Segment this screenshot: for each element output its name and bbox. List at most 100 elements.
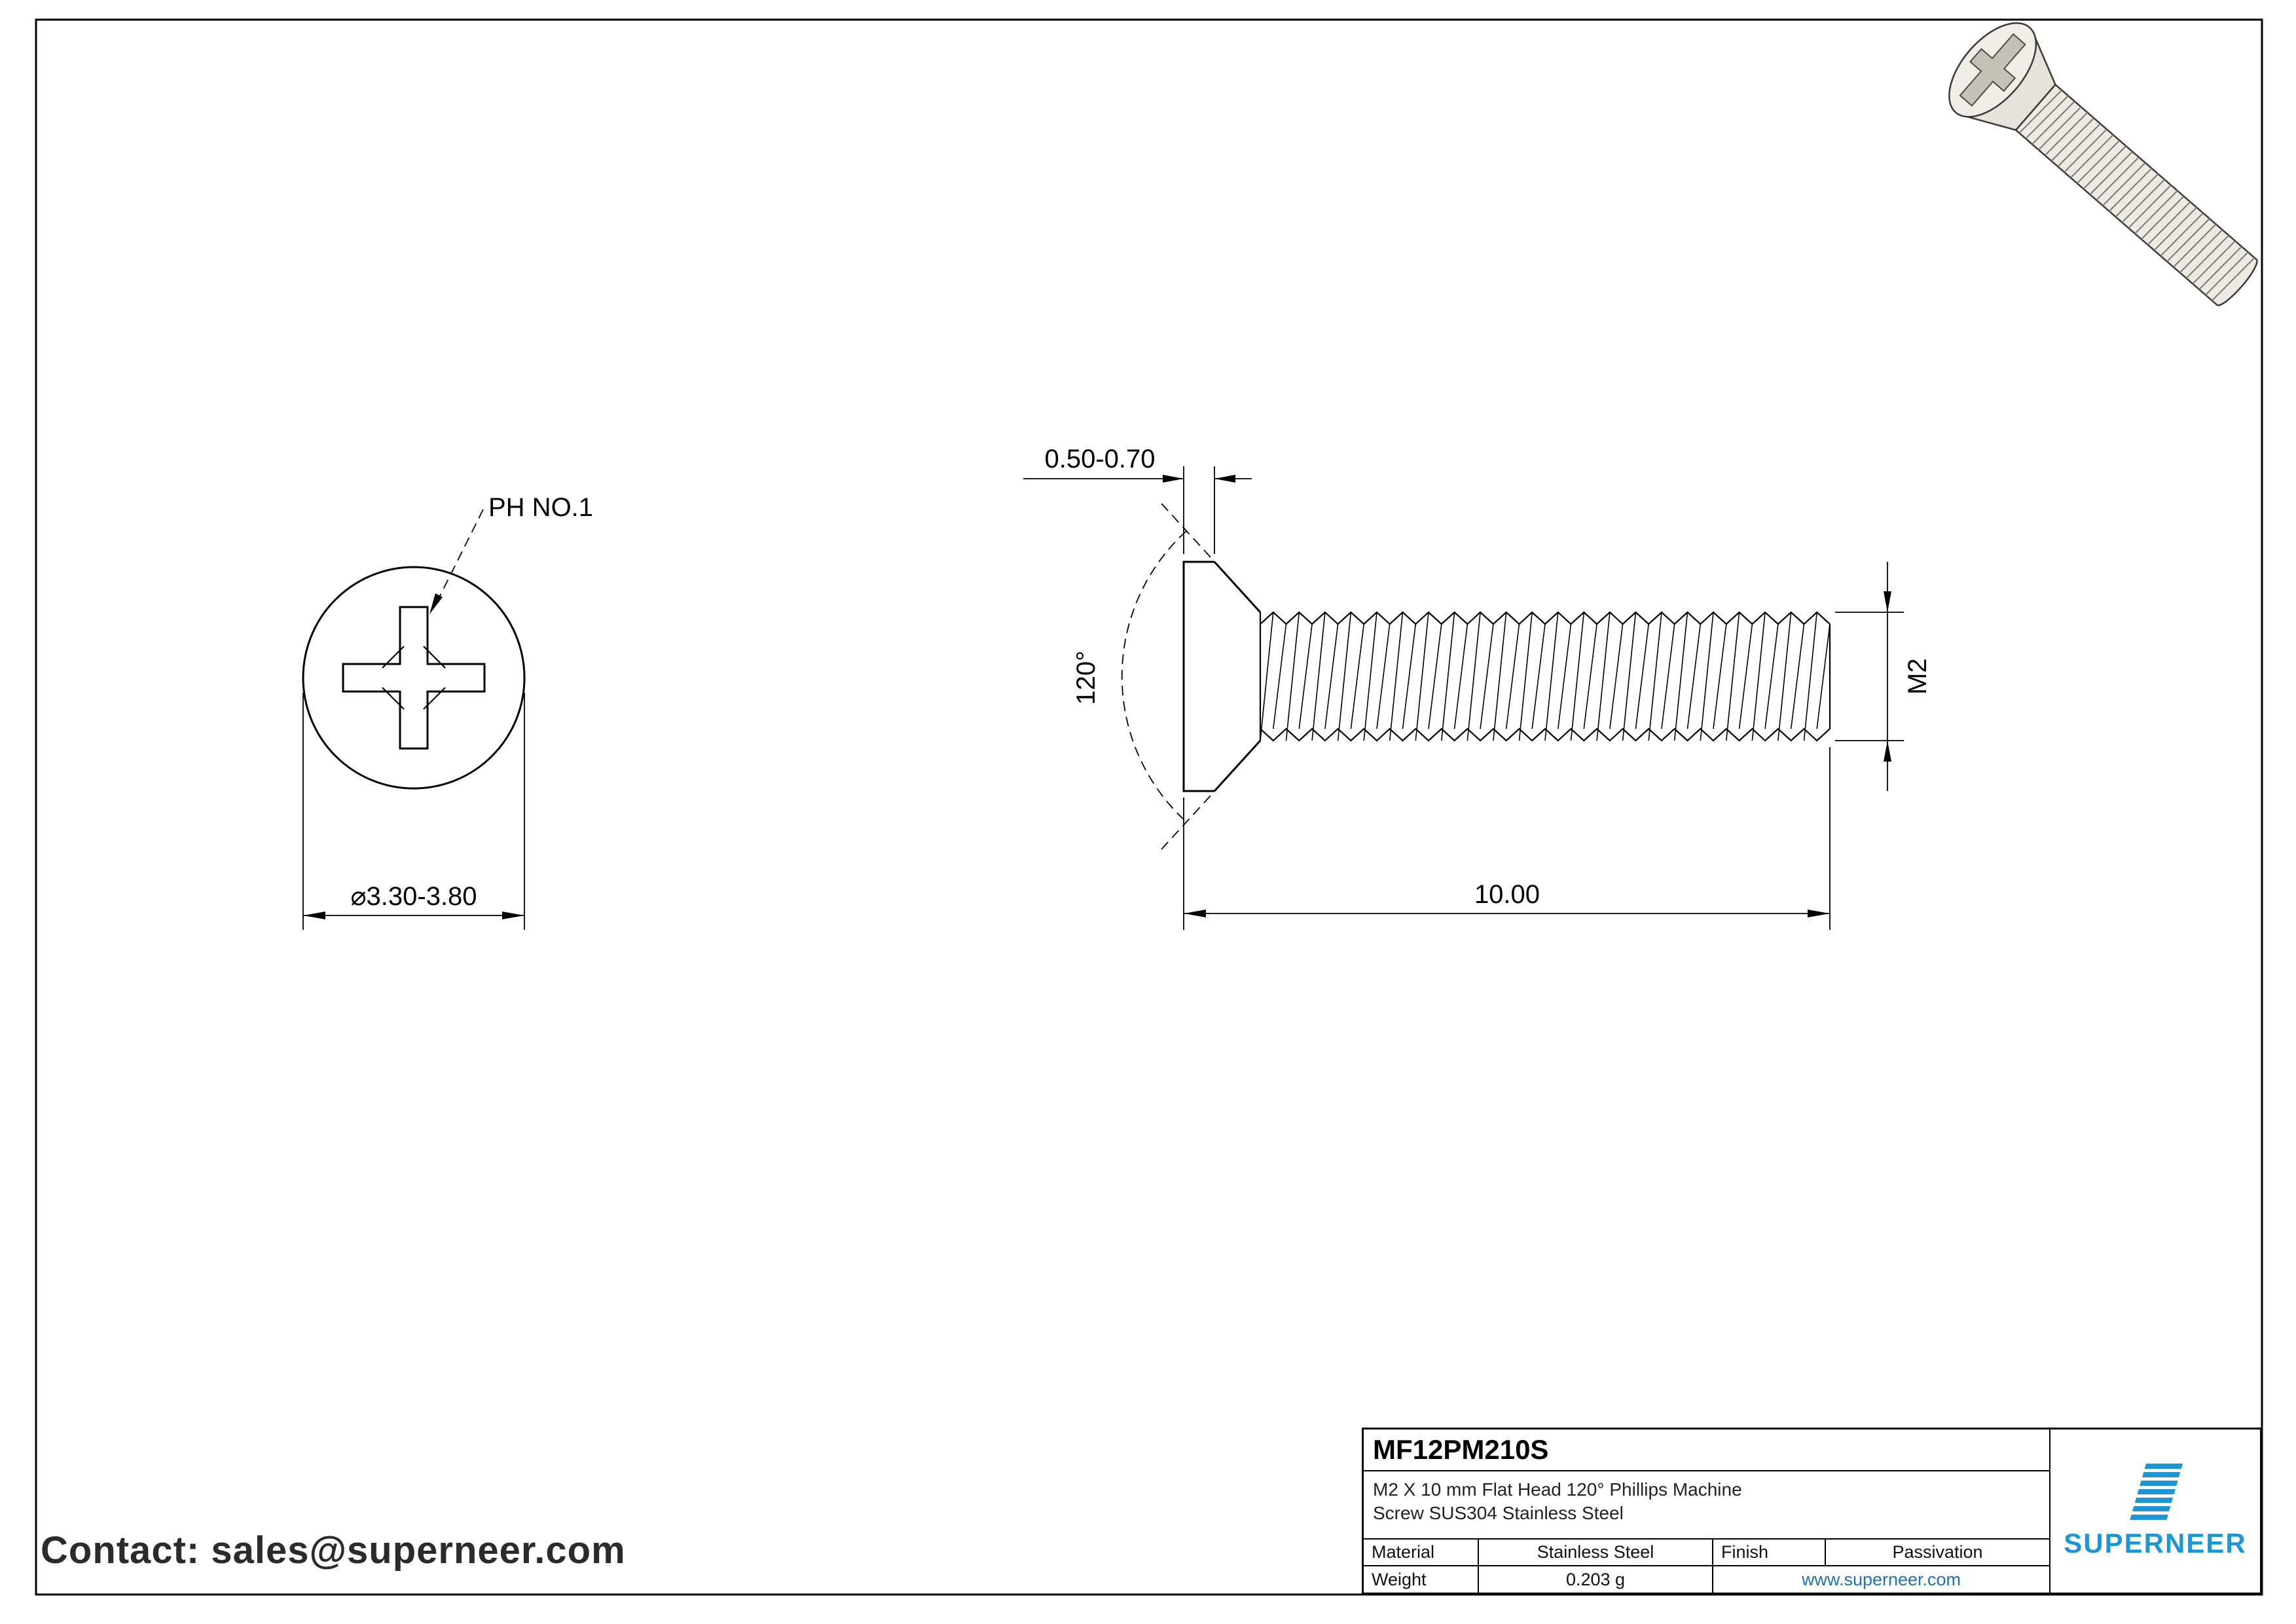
dim-arrow [303,912,325,919]
contact-email: Contact: sales@superneer.com [41,1529,626,1572]
website-link: www.superneer.com [1801,1569,1961,1589]
thread-profile [1260,611,1831,742]
thread-line [2057,123,2101,168]
dim-arrow [1808,910,1830,917]
thread-line [2147,201,2191,246]
thread-line [1428,623,1442,729]
thread-line [2025,95,2069,139]
thread-line [1648,612,1662,741]
thread-line [1816,623,1831,729]
thread-line [1738,623,1753,729]
thread-line [1726,612,1740,741]
thread-line [1441,612,1455,741]
thread-line [1324,623,1339,729]
thread-line [1518,612,1533,741]
thread-line [2128,184,2172,229]
thread-line [1700,612,1714,741]
thread-line [2038,106,2082,151]
thread-line [1777,612,1792,741]
thread-line [1661,623,1675,729]
brand-logo: SUPERNEER [2049,1430,2260,1593]
thread-line [1686,623,1702,729]
thread-line [1376,623,1391,729]
leader-arrowhead [429,593,443,614]
thread-size-label: M2 [1903,658,1932,695]
thread-line [2198,246,2242,290]
thread-line [2050,117,2095,162]
thread-line [1350,623,1364,729]
phillips-recess-3d [1959,33,2026,107]
thread-line [1298,623,1313,729]
thread-line [1558,623,1572,729]
leader-line [434,509,484,607]
length-label: 10.00 [1474,880,1540,909]
phillips-recess-outline [342,606,486,750]
weight-label: Weight [1364,1566,1479,1593]
thread-line [1480,623,1494,729]
thread-line [1544,612,1559,741]
description-line-1: M2 X 10 mm Flat Head 120° Phillips Machi… [1373,1479,1742,1500]
thread-line [2134,190,2178,234]
thread-line [1389,612,1404,741]
head-profile [1182,561,1262,792]
thread-line [1505,623,1520,729]
thread-line [1402,623,1417,729]
head-diameter-label: ⌀3.30-3.80 [350,882,477,911]
thread-line [1751,612,1766,741]
head-angle-label: 120° [1072,651,1101,705]
thread-line [1415,612,1429,741]
thread-line [2153,207,2197,251]
thread-line [1337,612,1352,741]
thread-line [1260,612,1274,741]
thread-line [2173,223,2217,268]
material-value: Stainless Steel [1479,1540,1713,1566]
brand-name: SUPERNEER [2064,1527,2247,1559]
angle-arc [1121,530,1187,822]
thread-line [2160,212,2204,257]
material-label: Material [1364,1540,1479,1566]
thread-line [2032,101,2075,145]
sheet-border [35,18,2263,1596]
thread-line [1673,612,1688,741]
weight-value: 0.203 g [1479,1566,1713,1593]
thread-line [1273,623,1287,729]
angle-ref-line [1161,771,1233,850]
thread-edge [1260,728,1831,742]
thread-texture-3d [2018,89,2255,301]
thread-line [2070,134,2114,179]
thread-line [2083,145,2127,190]
thread-line [2018,89,2062,134]
thread-line [1311,612,1326,741]
thread-line [2076,139,2121,184]
thread-line [1570,612,1585,741]
dim-arrow [1214,475,1235,483]
thread-line [1453,623,1468,729]
thread-line [1493,612,1507,741]
part-description: M2 X 10 mm Flat Head 120° Phillips Machi… [1364,1471,2049,1540]
title-block: MF12PM210S M2 X 10 mm Flat Head 120° Phi… [1362,1428,2262,1595]
thread-line [1790,623,1805,729]
dim-arrow [502,912,524,919]
thread-line [2179,229,2223,274]
head-edge-thickness-label: 0.50-0.70 [1044,445,1155,473]
finish-value: Passivation [1826,1540,2049,1566]
angle-ref-line [1161,503,1233,581]
thread-line [1467,612,1481,741]
dim-arrow [1884,591,1891,612]
thread-line [1713,623,1727,729]
isometric-view [1948,22,2258,306]
brand-flag-icon [2130,1463,2183,1520]
part-number: MF12PM210S [1364,1430,2049,1471]
thread-line [1285,612,1300,741]
dim-arrow [1884,741,1891,762]
description-line-2: Screw SUS304 Stainless Steel [1373,1503,1624,1523]
thread-edge [1260,611,1831,625]
thread-line [1635,623,1649,729]
thread-line [2089,151,2133,195]
thread-line [2121,179,2165,223]
thread-line [2185,234,2230,279]
dim-arrow [1184,910,1206,917]
finish-label: Finish [1713,1540,1826,1566]
thread-line [2096,157,2140,201]
thread-line [1803,612,1817,741]
